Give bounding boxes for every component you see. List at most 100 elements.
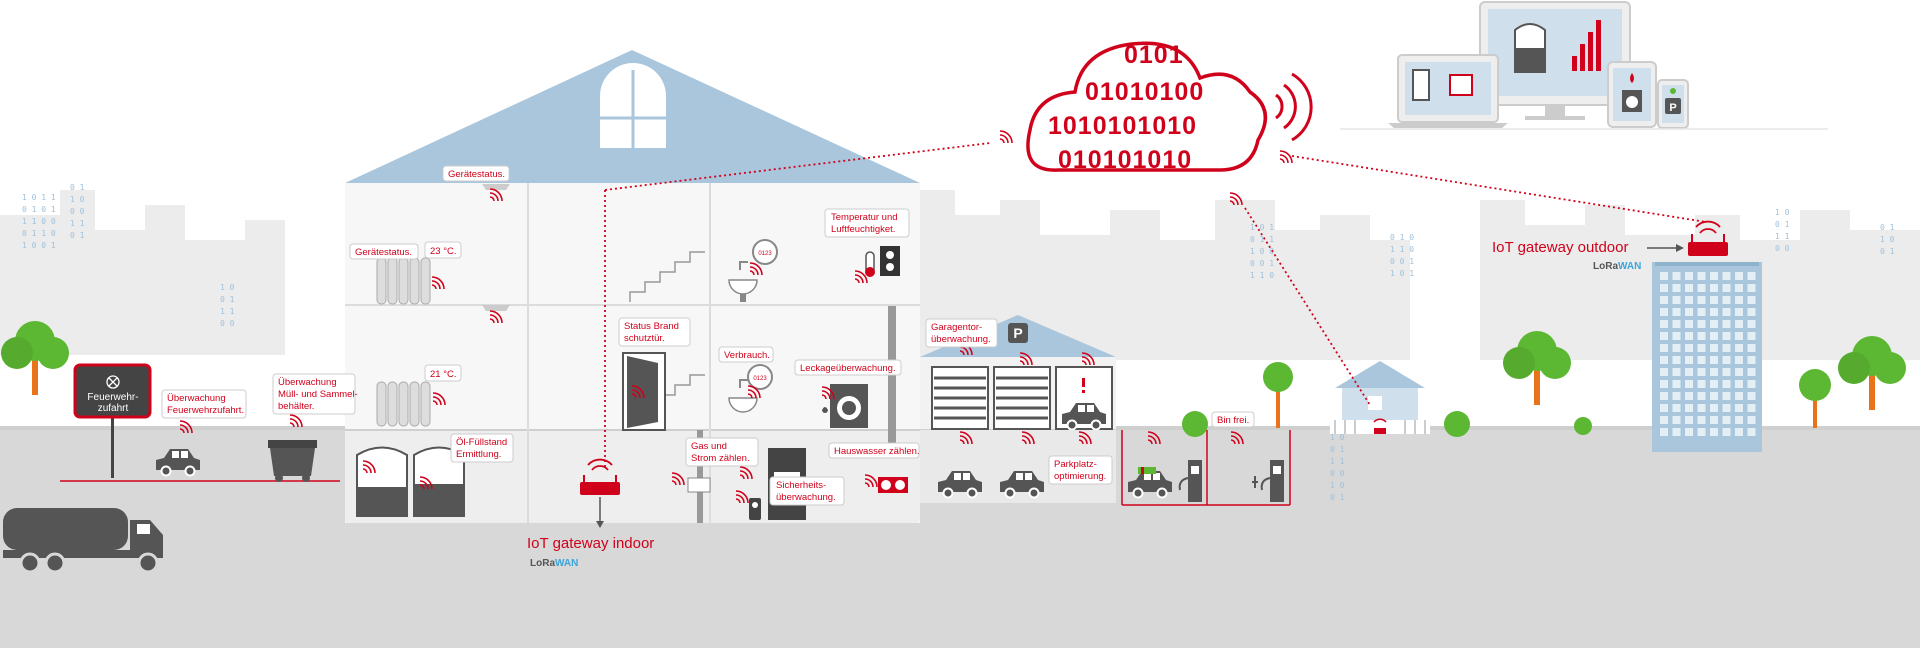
tower-window (1660, 416, 1668, 424)
tower-window (1735, 368, 1743, 376)
tower-window (1710, 296, 1718, 304)
svg-text:1 1 0: 1 1 0 (1390, 245, 1414, 254)
svg-text:Öl-Füllstand: Öl-Füllstand (456, 437, 507, 448)
tower-window (1672, 296, 1681, 304)
cloud-binary-2: 01010100 (1085, 78, 1204, 106)
tower-window (1660, 404, 1668, 412)
tower-window (1735, 392, 1743, 400)
tower-window (1660, 332, 1668, 340)
label-geraetestatus-left: Gerätestatus. (349, 243, 419, 260)
svg-text:Feuerwehrzufahrt.: Feuerwehrzufahrt. (167, 405, 244, 416)
gas-pipe (697, 430, 703, 523)
tower-window (1685, 404, 1693, 412)
tower-window (1747, 308, 1756, 316)
tower-window (1747, 320, 1756, 328)
tower-window (1710, 416, 1718, 424)
sign-line1: Feuerwehr- (87, 392, 138, 403)
tower-window (1660, 428, 1668, 436)
tower-window (1735, 296, 1743, 304)
tower-window (1697, 332, 1706, 340)
tower-window (1685, 320, 1693, 328)
tower-window (1722, 416, 1731, 424)
smoke-detector-icon (482, 305, 510, 311)
tower-window (1697, 284, 1706, 292)
tower-window (1722, 332, 1731, 340)
cloud-binary-3: 1010101010 (1048, 112, 1197, 140)
svg-text:Verbrauch.: Verbrauch. (724, 350, 770, 361)
tower-window (1735, 344, 1743, 352)
washing-machine-icon (822, 384, 868, 428)
svg-text:LoRaWAN: LoRaWAN (1593, 261, 1641, 272)
svg-text:1 0: 1 0 (1330, 433, 1345, 442)
tower-window (1685, 428, 1693, 436)
tower-window (1685, 272, 1693, 280)
svg-text:23 °C.: 23 °C. (430, 246, 457, 257)
tower-window (1672, 404, 1681, 412)
svg-text:überwachung.: überwachung. (776, 492, 836, 503)
svg-text:0 0 1: 0 0 1 (1390, 257, 1414, 266)
tower-window (1710, 380, 1718, 388)
tanker-truck-icon (3, 508, 163, 574)
tower-window (1697, 392, 1706, 400)
svg-text:1 0 1: 1 0 1 (1250, 223, 1274, 232)
tower-window (1672, 308, 1681, 316)
tower-window (1697, 356, 1706, 364)
svg-text:überwachung.: überwachung. (931, 334, 991, 345)
tower-windows (1660, 272, 1756, 436)
tower-window (1697, 368, 1706, 376)
label-temp-21: 21 °C. (424, 364, 462, 382)
svg-text:1 0 1 1: 1 0 1 1 (22, 193, 56, 202)
svg-text:1 1: 1 1 (220, 307, 235, 316)
tower-window (1735, 308, 1743, 316)
tower-window (1672, 272, 1681, 280)
tower-window (1685, 368, 1693, 376)
label-geraetestatus-top: Gerätestatus. (442, 165, 510, 182)
tower-window (1660, 320, 1668, 328)
svg-text:0 1: 0 1 (70, 183, 85, 192)
tower-window (1660, 308, 1668, 316)
tower-window (1747, 284, 1756, 292)
tower-window (1710, 428, 1718, 436)
label-bubbles: Gerätestatus. Gerätestatus. 23 °C. 21 °C… (161, 165, 1255, 506)
tower-window (1710, 392, 1718, 400)
tower-window (1710, 284, 1718, 292)
tower-window (1685, 284, 1693, 292)
tower-window (1722, 392, 1731, 400)
tower-window (1685, 308, 1693, 316)
tower-window (1722, 344, 1731, 352)
svg-text:Gerätestatus.: Gerätestatus. (448, 169, 505, 180)
tower-window (1710, 404, 1718, 412)
tower-window (1710, 368, 1718, 376)
tower-window (1697, 272, 1706, 280)
fire-door-icon (622, 352, 666, 431)
label-garagentor: Garagentor-überwachung. (925, 318, 998, 348)
meter-icon: 0123 (747, 364, 773, 390)
tower-window (1722, 428, 1731, 436)
svg-text:0 1 0: 0 1 0 (1390, 233, 1414, 242)
svg-text:Hauswasser zählen.: Hauswasser zählen. (834, 446, 920, 457)
tower-window (1735, 416, 1743, 424)
data-links (604, 142, 1707, 406)
tower-window (1672, 320, 1681, 328)
svg-text:Müll- und Sammel-: Müll- und Sammel- (278, 389, 358, 400)
label-sicherheit: Sicherheits-überwachung. (769, 476, 845, 506)
tower-window (1735, 284, 1743, 292)
charging-station-icon (1178, 460, 1202, 502)
sign-line2: zufahrt (98, 403, 129, 414)
svg-text:1 1: 1 1 (1330, 457, 1345, 466)
tower-window (1710, 272, 1718, 280)
svg-text:1 0 0 1: 1 0 0 1 (22, 241, 56, 250)
outdoor-gateway-icon (1688, 220, 1728, 256)
tower-window (1722, 320, 1731, 328)
radiator-icon (376, 381, 431, 427)
tower-window (1672, 392, 1681, 400)
waste-bin-icon (268, 440, 317, 482)
tower-window (1710, 344, 1718, 352)
svg-text:0 1: 0 1 (1775, 220, 1790, 229)
radiator-icon (376, 257, 431, 305)
